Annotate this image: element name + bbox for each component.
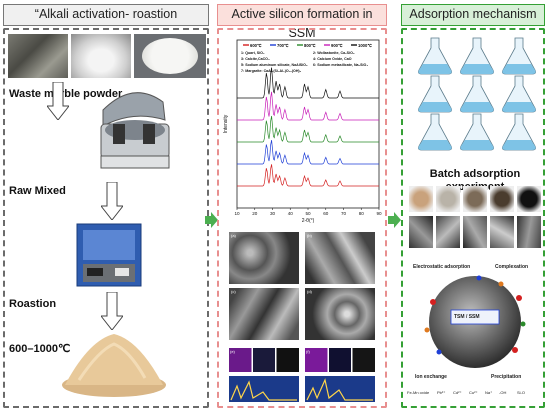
flask-icon [460, 37, 494, 75]
xrd-ylabel: Intensity [223, 114, 229, 133]
mech-label-ion-exchange: Ion exchange [415, 374, 447, 380]
mech-label-electrostatic: Electrostatic adsorption [413, 264, 471, 270]
flask-icon [502, 75, 536, 113]
xrd-phase-label: 2: Wollastonite, Ca₂SiO₄ [313, 51, 355, 55]
xrd-chart: 600℃ 700℃ 800℃ 900℃ 1000℃ 1: Quart, SiO₂ 2: Wo… [223, 39, 382, 224]
xrd-legend-label: 700℃ [277, 43, 289, 48]
xrd-trace [237, 115, 379, 143]
flask-icon [418, 75, 452, 113]
xrd-legend-label: 600℃ [250, 43, 262, 48]
legend-fe-mn: Fe-Mn oxide [407, 390, 430, 395]
legend-sio: Si-O [517, 390, 525, 395]
sem-label-d: (d) [307, 289, 312, 294]
xrd-legend-label: 800℃ [304, 43, 316, 48]
waste-marble-label: Waste marble powder [9, 88, 123, 100]
xrd-xtick-label: 20 [252, 211, 258, 216]
mechanism-legend: Fe-Mn oxide Pb²⁺ Cd²⁺ Cu²⁺ Na⁺ -OH Si-O [407, 388, 543, 398]
adsorbent-photos [409, 186, 541, 250]
middle-panel-header: Active silicon formation in SSM [217, 4, 387, 40]
flask-icon [460, 113, 494, 151]
ball-mill-image [100, 92, 170, 169]
legend-cd: Cd²⁺ [453, 390, 462, 395]
mech-label-complexation: Complexation [495, 264, 529, 270]
xrd-xlabel: 2-θ(°) [302, 218, 315, 224]
right-panel: Batch adsorption experiment Electrostati… [401, 28, 545, 408]
mechanism-sphere [424, 275, 526, 368]
green-arrow-2 [388, 212, 401, 228]
legend-na: Na⁺ [485, 390, 493, 395]
flask-icon [418, 37, 452, 75]
xrd-xtick-label: 60 [323, 211, 329, 216]
right-panel-header: Adsorption mechanism [401, 4, 545, 26]
middle-panel: 600℃ 700℃ 800℃ 900℃ 1000℃ 1: Quart, SiO₂ 2: Wo… [217, 28, 387, 408]
flask-icon [502, 113, 536, 151]
raw-material-photo-3 [134, 34, 206, 78]
muffle-furnace-image [76, 223, 142, 287]
xrd-legend-label: 1000℃ [358, 43, 372, 48]
xrd-xtick-label: 50 [305, 211, 311, 216]
eds-label-e: (e) [230, 349, 235, 354]
raw-material-photo-1 [8, 34, 68, 78]
left-panel-header: “Alkali activation- roastion [3, 4, 209, 26]
sem-label-c: (c) [231, 289, 236, 294]
legend-oh: -OH [499, 390, 507, 395]
xrd-phase-label: 5: Sodium aluminum silicate, NaAlSiO₄ [241, 63, 308, 67]
xrd-xtick-label: 10 [234, 211, 240, 216]
xrd-trace [237, 91, 379, 121]
raw-material-photo-2 [71, 34, 131, 78]
xrd-xtick-label: 40 [288, 211, 294, 216]
xrd-phase-label: 4: Calcium Oxide, CaO [313, 57, 352, 61]
flask-icon [460, 75, 494, 113]
flask-icon [502, 37, 536, 75]
eds-label-f: (f) [306, 349, 310, 354]
left-panel: Waste marble powder Raw Mixed Roastion 6… [3, 28, 209, 408]
sem-image-a [229, 232, 299, 284]
legend-pb: Pb²⁺ [437, 390, 446, 395]
product-powder-image [62, 334, 166, 397]
eds-spectrum-e [229, 376, 299, 402]
xrd-xtick-label: 30 [270, 211, 276, 216]
xrd-trace [237, 164, 379, 187]
eds-spectrum-f [305, 376, 375, 402]
down-arrow-1 [47, 82, 69, 120]
xrd-xtick-label: 70 [341, 211, 347, 216]
xrd-trace [237, 67, 379, 99]
sem-label-a: (a) [231, 233, 236, 238]
flask-icon [418, 113, 452, 151]
flask-grid [418, 37, 536, 151]
temperature-label: 600–1000℃ [9, 343, 71, 355]
eds-map-f [305, 348, 375, 372]
down-arrow-2 [101, 182, 123, 220]
mech-center-label: TSM / SSM [454, 314, 480, 320]
xrd-phase-label: 1: Quart, SiO₂ [241, 51, 265, 55]
xrd-trace [237, 140, 379, 165]
down-arrow-3 [101, 292, 123, 330]
raw-mixed-label: Raw Mixed [9, 185, 66, 197]
roastion-label: Roastion [9, 298, 57, 310]
sem-image-d [305, 288, 375, 340]
green-arrow-1 [205, 212, 218, 228]
sem-image-b [305, 232, 375, 284]
mech-label-precipitation: Precipitation [491, 374, 522, 380]
xrd-phase-label: 3: Calcite,CaCO₃ [241, 57, 270, 61]
legend-cu: Cu²⁺ [469, 390, 478, 395]
xrd-phase-label: 6: Sodium metasilicate, Na₂SiO₃ [313, 63, 368, 67]
sem-label-b: (b) [307, 233, 312, 238]
xrd-xtick-label: 80 [359, 211, 365, 216]
xrd-xtick-label: 90 [376, 211, 382, 216]
xrd-legend-label: 900℃ [331, 43, 343, 48]
eds-map-e [229, 348, 299, 372]
sem-image-c [229, 288, 299, 340]
